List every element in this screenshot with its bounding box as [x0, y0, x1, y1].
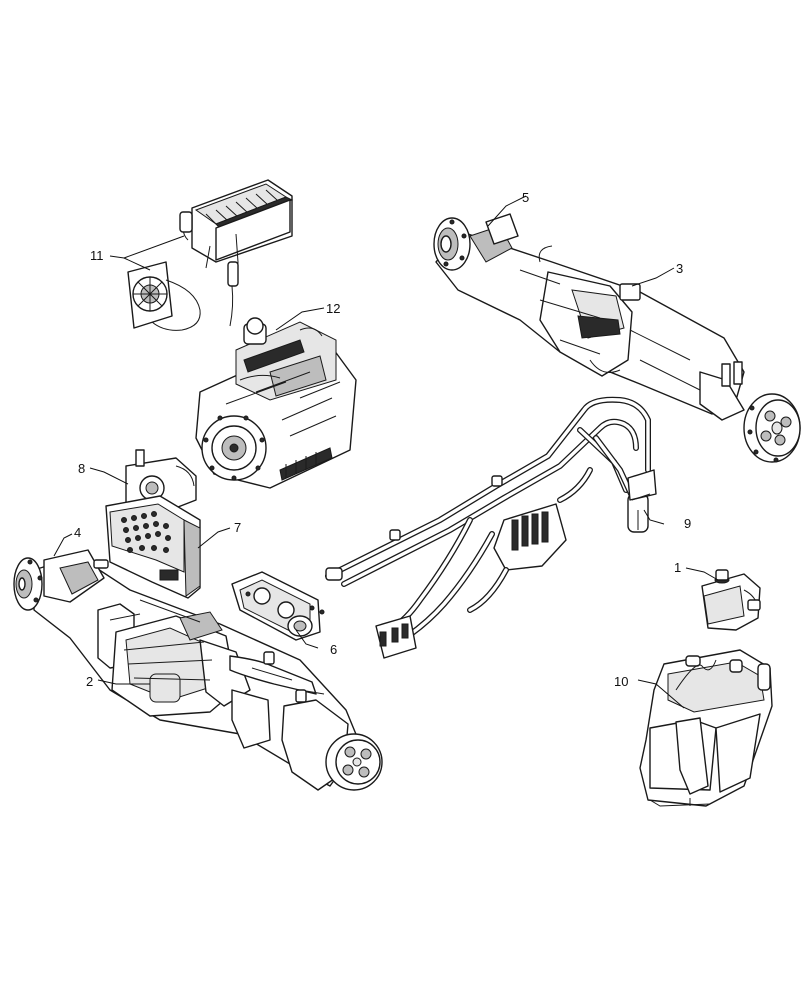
left-hub	[433, 217, 471, 271]
part-10-fuel-tank	[639, 649, 773, 807]
callout-9: 9	[684, 516, 691, 531]
callout-12: 12	[326, 301, 340, 316]
part-2-front-axle	[13, 549, 383, 791]
control-valve-block	[493, 503, 567, 571]
front-right-hub	[325, 733, 383, 791]
front-left-hub	[13, 557, 43, 611]
callout-7: 7	[234, 520, 241, 535]
part-1-expansion-tank	[701, 569, 761, 631]
callout-10: 10	[614, 674, 628, 689]
filter-canister	[627, 469, 657, 533]
callout-5: 5	[522, 190, 529, 205]
part-3-rear-axle	[433, 213, 801, 463]
callout-3: 3	[676, 261, 683, 276]
part-12-engine	[195, 317, 357, 489]
part-9-hydraulic-lines	[325, 396, 657, 659]
callout-11: 11	[90, 248, 104, 263]
part-7-transmission-housing	[105, 495, 201, 599]
right-hub	[743, 393, 801, 463]
callout-6: 6	[330, 642, 337, 657]
connector-block	[375, 615, 417, 659]
callout-4: 4	[74, 525, 81, 540]
callout-labels: 1 2 3 4 5 6 7 8 9 10 11 12	[74, 190, 691, 689]
radiator-core	[179, 179, 294, 327]
fan-shroud	[127, 261, 201, 331]
flywheel-housing	[201, 415, 267, 481]
callout-8: 8	[78, 461, 85, 476]
callout-2: 2	[86, 674, 93, 689]
leader-lines	[53, 195, 719, 709]
callout-1: 1	[674, 560, 681, 575]
part-11-cooler-assembly	[127, 179, 294, 331]
part-6-gear-module	[231, 571, 325, 641]
